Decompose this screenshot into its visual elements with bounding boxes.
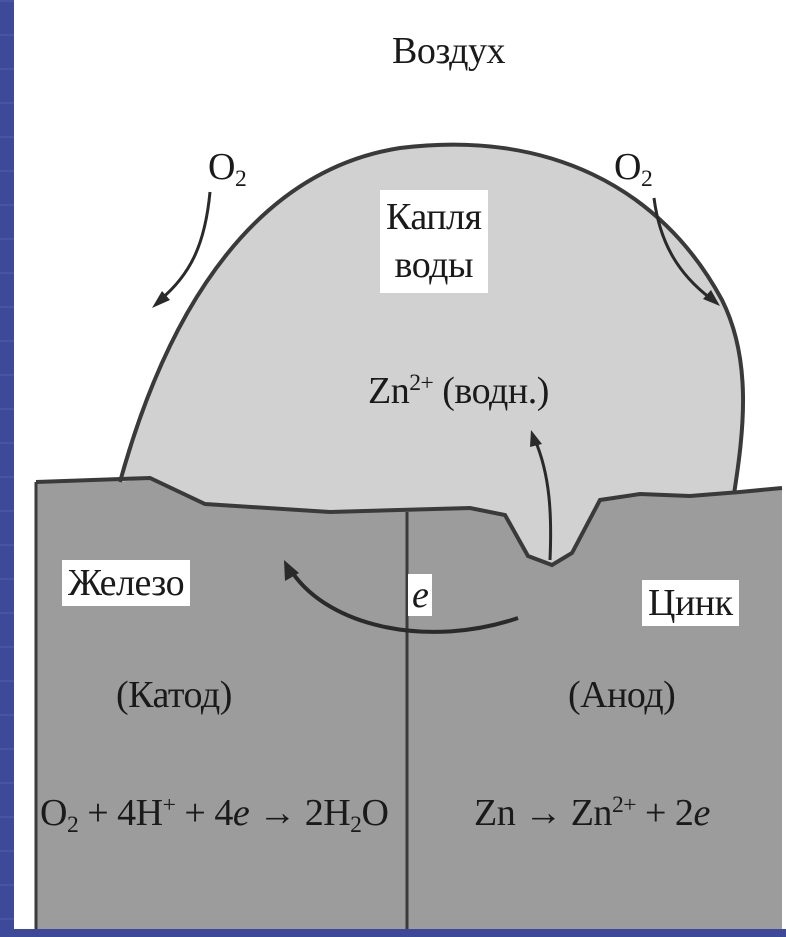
electron-arrow (290, 570, 519, 634)
o2-left-arrowhead (152, 291, 170, 308)
zinc-ion-suffix: (водн.) (433, 370, 549, 412)
zinc-ion-base: Zn (368, 370, 410, 412)
anode-equation: Zn → Zn2+ + 2e (474, 792, 710, 834)
cathode-eq-electron: e (232, 792, 250, 834)
cathode-eq-h2-sub: 2 (350, 812, 362, 839)
zinc-label: Цинк (642, 580, 739, 626)
anode-eq-zn: Zn → Zn (474, 792, 612, 834)
water-drop-outline (118, 142, 746, 495)
anode-eq-plus: + 2 (636, 792, 694, 834)
slide-frame-bottom (0, 929, 786, 937)
cathode-eq-o: O (40, 792, 67, 834)
o2-right-label: O2 (614, 146, 653, 191)
drop-label: Капля воды (380, 190, 488, 293)
o2-left-label: O2 (208, 146, 247, 191)
anode-eq-electron: e (693, 792, 710, 834)
metal-surface-line (35, 475, 783, 568)
o2-left-base: O (208, 146, 235, 188)
cathode-eq-plus: + 4 (175, 792, 233, 834)
o2-left-sub: 2 (234, 166, 247, 193)
metal-block (36, 478, 782, 930)
cathode-eq-h-sup: + (162, 792, 176, 819)
zinc-ion-arrowhead (530, 430, 542, 447)
air-label: Воздух (392, 30, 506, 72)
cathode-label: (Катод) (116, 674, 232, 716)
electron-arrowhead (284, 560, 299, 581)
zinc-ion-charge: 2+ (409, 370, 434, 397)
drop-label-line1: Капля (386, 196, 482, 238)
iron-label: Железо (62, 560, 191, 606)
o2-right-arrowhead (703, 290, 720, 306)
o2-right-sub: 2 (640, 166, 653, 193)
slide-frame-left (0, 0, 14, 937)
o2-left-arrow (159, 191, 212, 302)
cathode-eq-end: O (361, 792, 389, 834)
cathode-eq-o-sub: 2 (66, 812, 79, 839)
anode-eq-zn-sup: 2+ (611, 792, 637, 819)
water-drop (120, 144, 744, 565)
electron-label: e (408, 574, 433, 616)
cathode-equation: O2 + 4H+ + 4e → 2H2O (40, 792, 389, 837)
anode-label: (Анод) (568, 674, 676, 716)
o2-right-arrow (652, 197, 711, 300)
drop-label-line2: воды (394, 243, 474, 286)
zinc-ion-label: Zn2+ (водн.) (368, 370, 549, 412)
cathode-eq-mid: + 4H (78, 792, 163, 834)
zinc-ion-arrow (533, 439, 553, 561)
cathode-eq-arrow: → 2H (249, 792, 351, 834)
o2-right-base: O (614, 146, 641, 188)
